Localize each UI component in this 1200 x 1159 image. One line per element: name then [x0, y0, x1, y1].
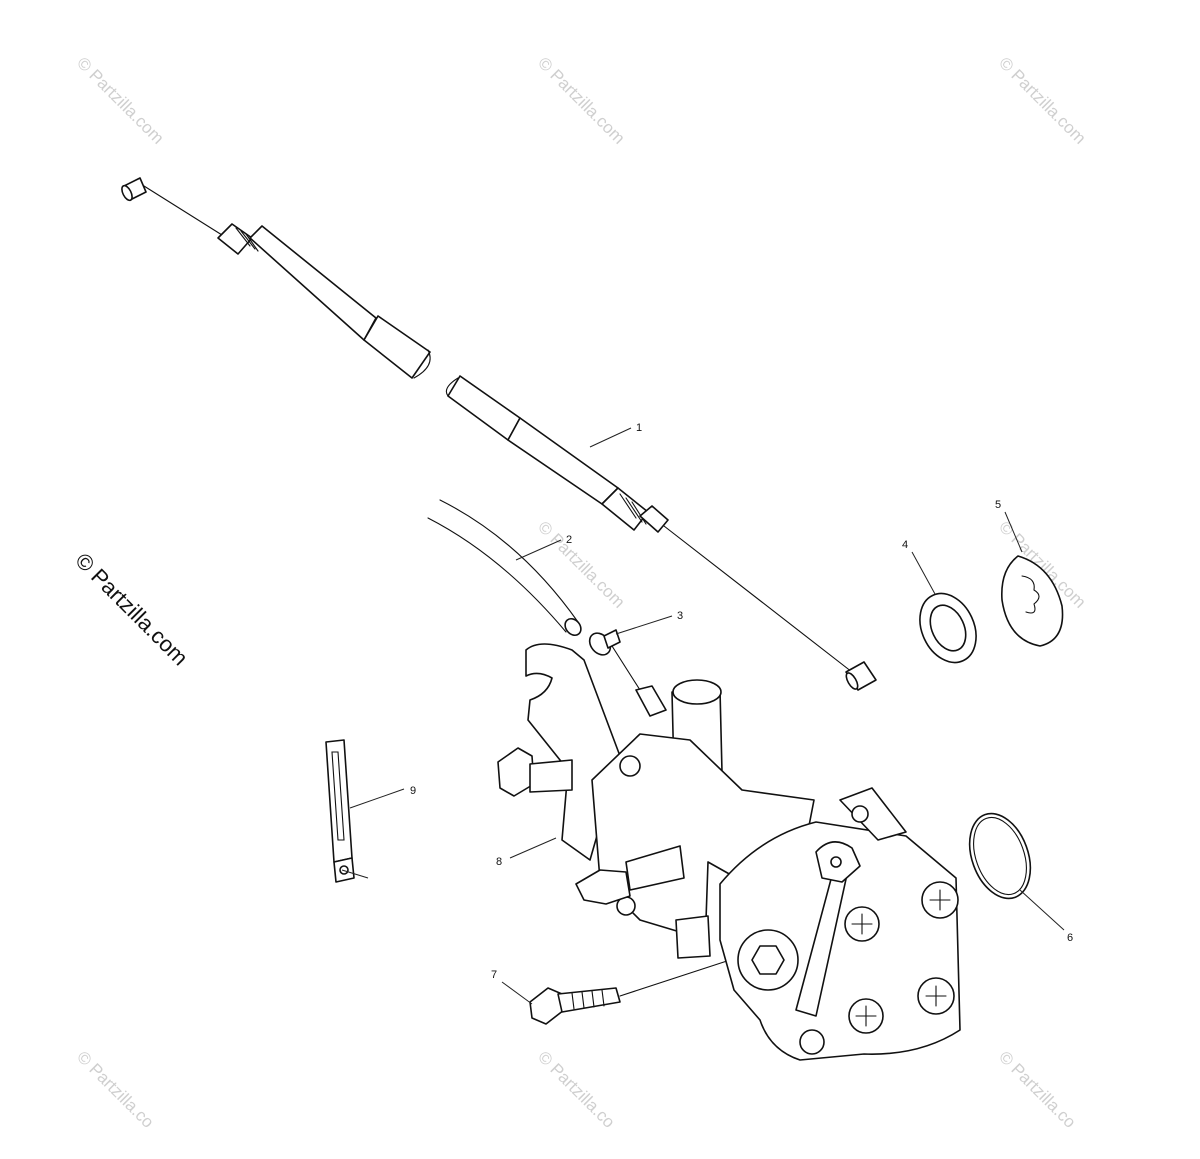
callout-1: 1 — [636, 422, 642, 434]
part-4-washer — [919, 592, 977, 664]
watermark-mid-center: © Partzilla.com — [534, 517, 628, 611]
callout-7: 7 — [491, 969, 497, 981]
callout-4: 4 — [902, 539, 908, 551]
watermark-bottom-center: © Partzilla.co — [534, 1047, 618, 1131]
watermark-bottom-right: © Partzilla.co — [995, 1047, 1079, 1131]
watermark-main: © Partzilla.com — [70, 548, 193, 671]
part-7-bolt — [529, 959, 731, 1025]
oil-pump-assembly — [497, 643, 961, 1061]
part-9-strap — [325, 739, 355, 883]
leader-lines — [341, 427, 1065, 1005]
watermark-bottom-left: © Partzilla.co — [73, 1047, 157, 1131]
pump-screw — [848, 998, 884, 1034]
callout-2: 2 — [566, 534, 572, 546]
watermark-top-right: © Partzilla.com — [995, 53, 1089, 147]
callout-3: 3 — [677, 610, 683, 622]
part-1-cable-upper — [121, 177, 431, 379]
pump-screw — [917, 977, 955, 1015]
callout-5: 5 — [995, 499, 1001, 511]
watermark-top-center: © Partzilla.com — [534, 53, 628, 147]
callout-8: 8 — [496, 856, 502, 868]
part-1-cable-lower — [445, 375, 877, 691]
callout-9: 9 — [410, 785, 416, 797]
pump-screw — [844, 906, 880, 942]
pump-screw — [921, 881, 959, 919]
part-3-clamp — [588, 629, 641, 691]
part-2-oil-line — [427, 499, 582, 637]
part-5-e-clip — [1001, 555, 1064, 647]
watermark-top-left: © Partzilla.com — [73, 53, 167, 147]
part-6-o-ring — [968, 812, 1032, 900]
callout-6: 6 — [1067, 932, 1073, 944]
